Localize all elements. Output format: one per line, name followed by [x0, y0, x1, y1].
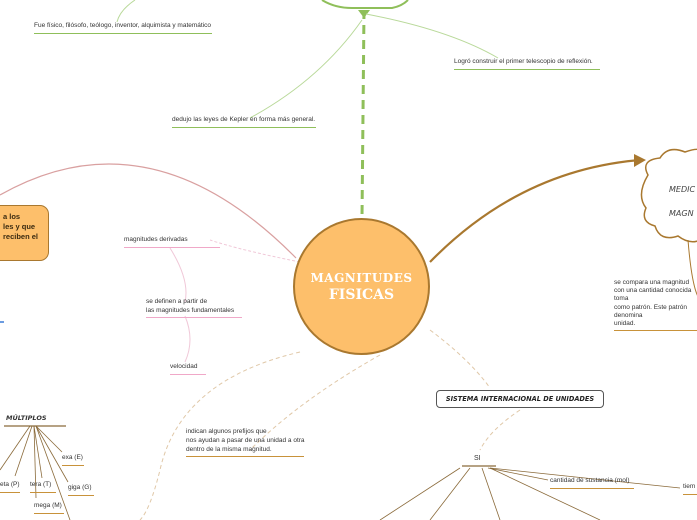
- substance-label: cantidad de sustancia (mol): [550, 477, 634, 489]
- defined-text: se definen a partir de las magnitudes fu…: [146, 298, 242, 318]
- velocity-text: velocidad: [170, 363, 206, 375]
- si-label: SI: [474, 455, 481, 462]
- mega-label: mega (M): [34, 502, 64, 514]
- cloud-label-1: MEDIC: [669, 185, 696, 194]
- left-box-node[interactable]: a los les y que reciben el: [0, 205, 49, 261]
- link-cloud: [429, 158, 641, 263]
- arrow-head: [358, 10, 370, 18]
- center-title-line2: FISICAS: [328, 286, 395, 303]
- exa-label: exa (E): [62, 454, 84, 466]
- time-label: tiem: [683, 483, 697, 495]
- telescope-text: Logró construir el primer telescopio de …: [454, 58, 600, 70]
- kepler-text: dedujo las leyes de Kepler en forma más …: [172, 116, 316, 128]
- center-title-line1: MAGNITUDES: [310, 270, 413, 285]
- center-top-link: [360, 9, 366, 219]
- prefixes-text: indican algunos prefijos que nos ayudan …: [186, 427, 305, 457]
- link-kepler: [249, 19, 363, 119]
- multiples-label: MÚLTIPLOS: [6, 414, 47, 422]
- tera-label: tera (T): [30, 481, 56, 493]
- link-left-box: [0, 163, 297, 259]
- philosopher-text: Fue físico, filósofo, teólogo, inventor,…: [34, 22, 212, 34]
- link-prefixes: [139, 351, 301, 520]
- link-velocity: [184, 315, 191, 363]
- link-derived: [209, 239, 301, 263]
- link-comparison: [687, 239, 697, 296]
- link-si-header: [429, 329, 491, 389]
- cloud-arrow-head: [634, 154, 646, 167]
- link-multiples: [249, 354, 381, 451]
- derived-text: magnitudes derivadas: [124, 236, 220, 248]
- link-defined: [169, 247, 187, 303]
- center-node-magnitudes[interactable]: MAGNITUDES FISICAS: [293, 218, 430, 355]
- top-node-outline: [321, 0, 409, 9]
- comparison-text: se compara una magnitud con una cantidad…: [614, 279, 697, 332]
- link-philosopher: [116, 0, 136, 23]
- si-header-node[interactable]: SISTEMA INTERNACIONAL DE UNIDADES: [436, 390, 604, 408]
- link-si: [479, 409, 521, 451]
- link-telescope: [365, 13, 499, 59]
- giga-label: giga (G): [68, 484, 94, 496]
- cloud-node: [640, 148, 697, 243]
- cloud-label-2: MAGN: [669, 209, 694, 218]
- peta-label: eta (P): [0, 481, 20, 493]
